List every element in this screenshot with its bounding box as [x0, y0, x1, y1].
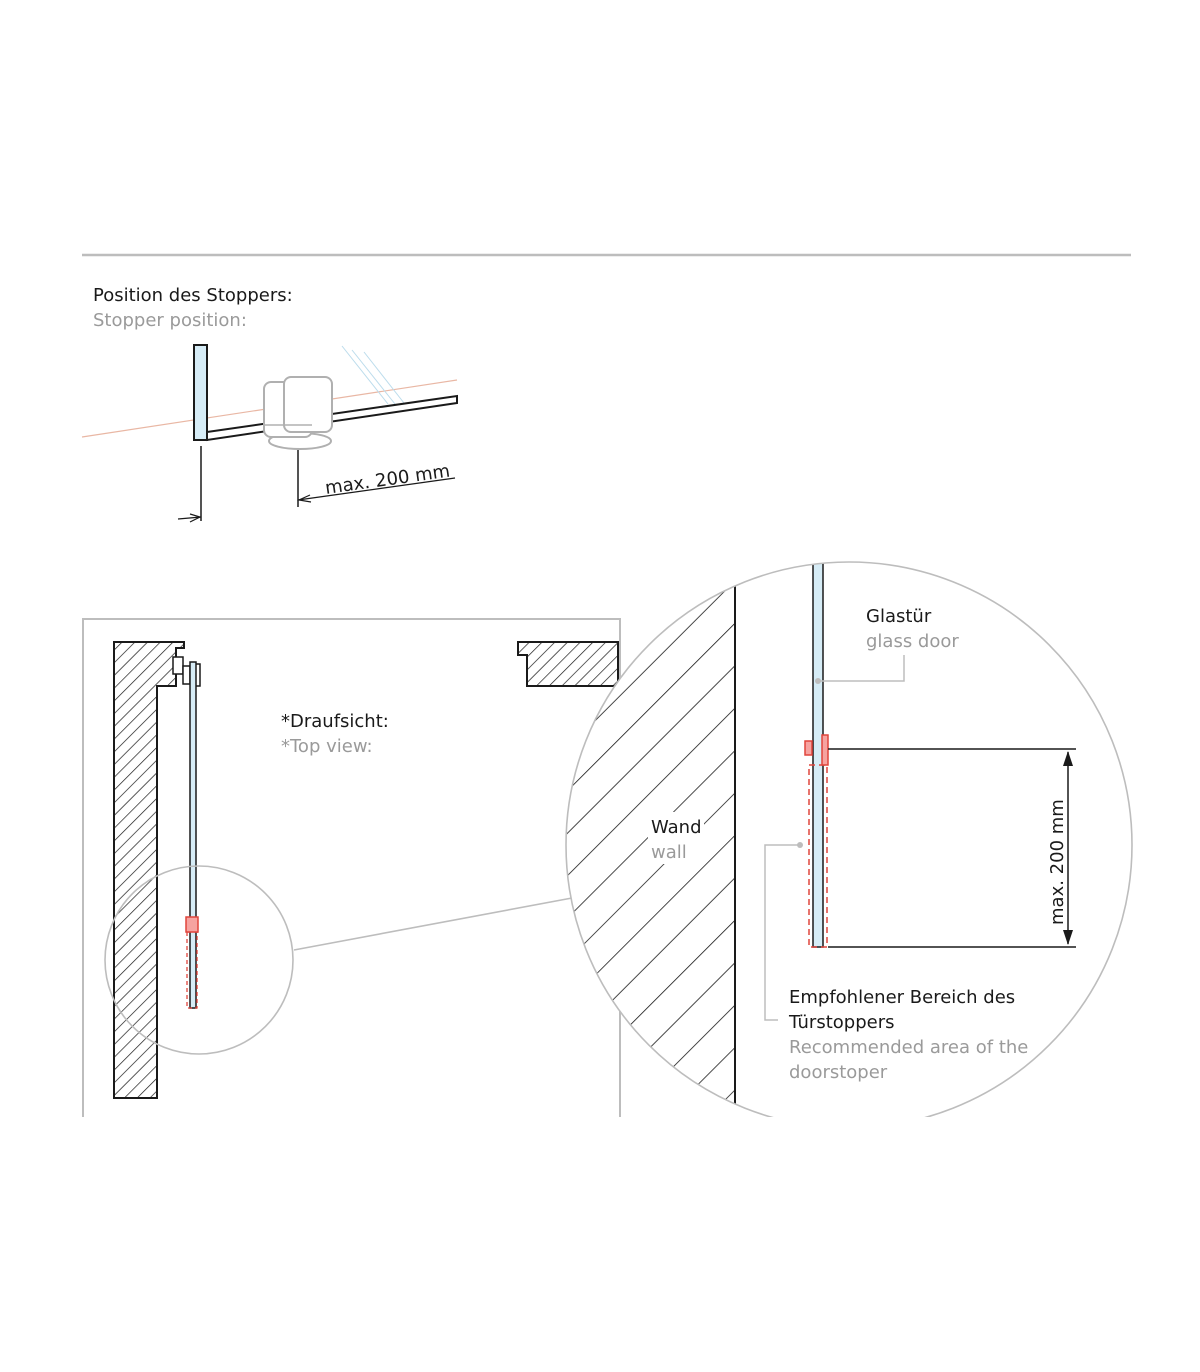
glass-reflection: [363, 351, 405, 404]
dimension-arrow: [296, 494, 312, 503]
door-stopper-3d: [263, 376, 333, 450]
door-stopper-top-view: [185, 916, 199, 933]
recommended-area-label-en-1: Recommended area of the: [789, 1037, 1028, 1058]
magnifier-circle: [104, 865, 294, 1055]
dimension-label-perspective: max. 200 mm: [324, 461, 452, 499]
glass-reflection: [351, 349, 396, 405]
dimension-line: [297, 477, 456, 501]
stopper-zone-top-view: [186, 931, 198, 1009]
perspective-sketch: max. 200 mm: [81, 344, 458, 523]
section-title-de: Position des Stoppers:: [93, 285, 293, 306]
detail-dimension-label: max. 200 mm: [1047, 799, 1068, 925]
panel-frame: [82, 618, 621, 1117]
detail-door-stopper: [821, 734, 829, 766]
detail-circle-outline: [565, 561, 1133, 1117]
left-wall: [113, 641, 185, 1099]
detail-dimension-arrow: [1063, 930, 1073, 945]
dimension-arrow: [189, 513, 202, 523]
glass-door-edge: [193, 344, 208, 441]
glass-door-leader-dot: [815, 678, 821, 684]
glass-door-label-de: Glastür: [866, 606, 932, 627]
recommended-area-leader-dot: [797, 842, 803, 848]
top-view-panel: *Draufsicht: *Top view:: [82, 618, 621, 1117]
detail-view: Glastür glass door Wand wall max. 200 mm…: [565, 561, 1133, 1117]
detail-dimension-arrow: [1063, 751, 1073, 766]
recommended-area-label-en-2: doorstoper: [789, 1062, 888, 1083]
top-view-label-en: *Top view:: [281, 736, 373, 757]
recommended-area-leader: [764, 844, 800, 1021]
dimension-line: [177, 516, 202, 520]
recommended-area-label-de-1: Empfohlener Bereich des: [789, 987, 1015, 1008]
recommended-area-label-de-2: Türstoppers: [788, 1012, 895, 1033]
glass-reflection: [341, 345, 389, 405]
section-title-en: Stopper position:: [93, 310, 247, 331]
detail-wall: [566, 562, 735, 1117]
right-wall: [517, 641, 619, 687]
top-view-label-de: *Draufsicht:: [281, 711, 389, 732]
detail-door-stopper: [804, 740, 813, 756]
glass-door-label-en: glass door: [866, 631, 959, 652]
wall-label-en: wall: [651, 842, 687, 863]
magnifier-connector: [293, 897, 573, 951]
glass-door-top-view: [189, 661, 197, 1009]
wall-label-de: Wand: [651, 817, 702, 838]
glass-door-leader: [818, 655, 905, 682]
